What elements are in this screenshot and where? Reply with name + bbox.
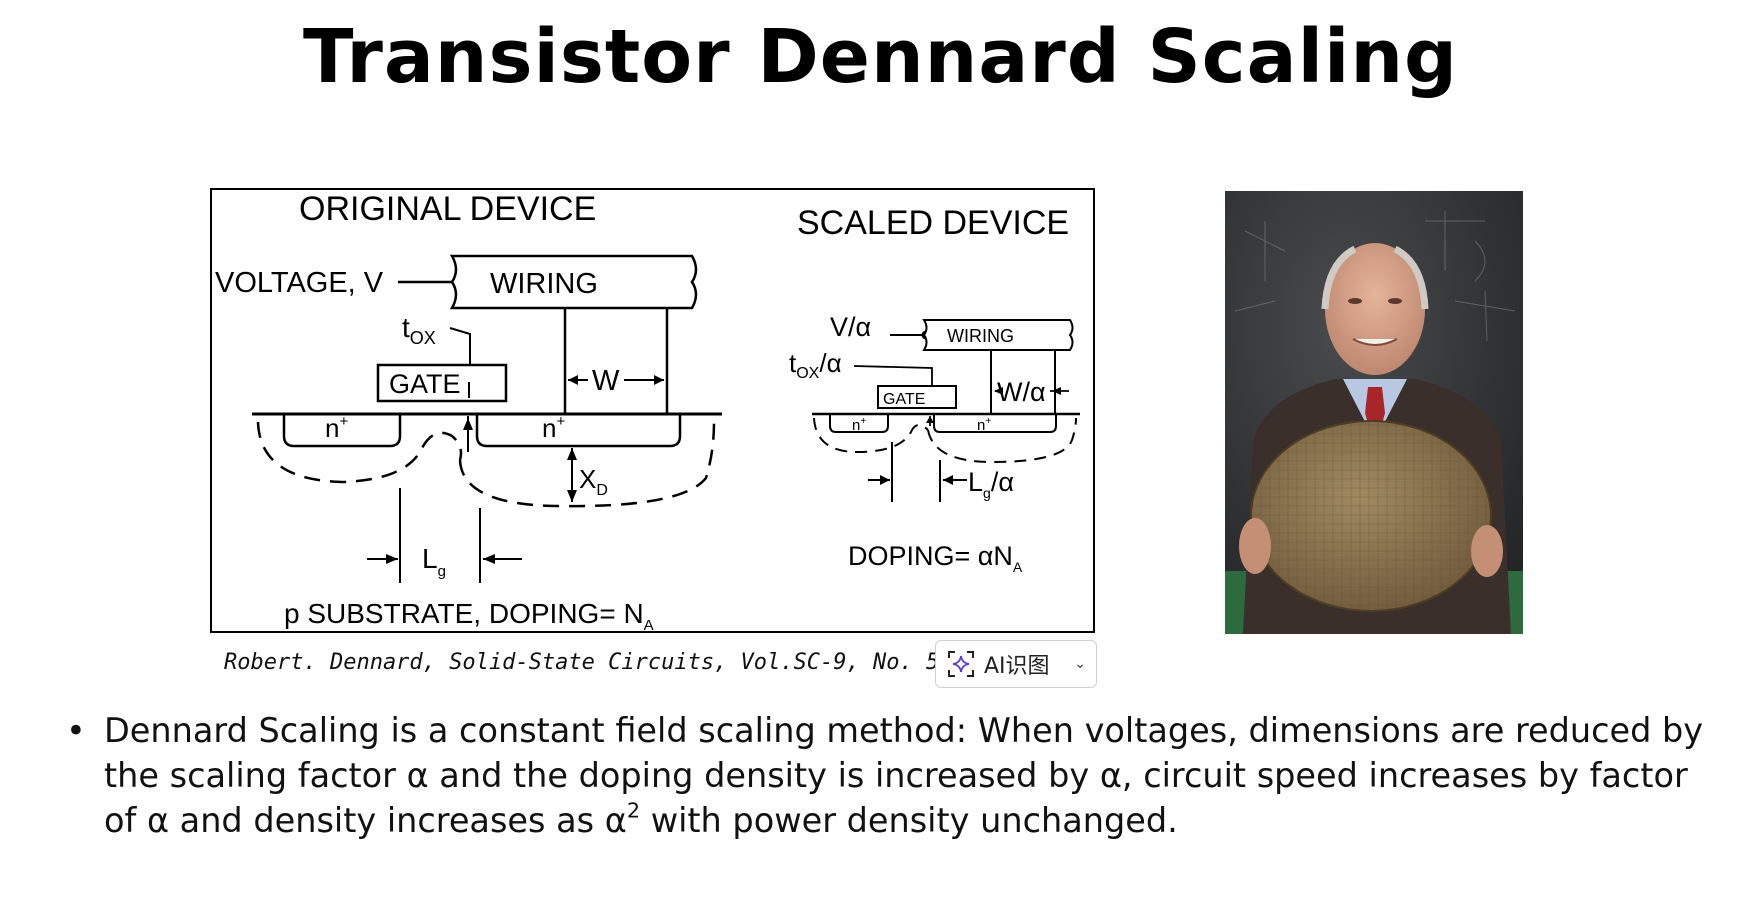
original-voltage-label: VOLTAGE, V: [215, 267, 384, 299]
scaled-w-label: W/α: [997, 377, 1046, 407]
original-source-well: [282, 414, 402, 448]
scaled-wiring-box: [922, 319, 1074, 351]
original-lg-label: Lg: [422, 543, 446, 580]
bullet-point: • Dennard Scaling is a constant field sc…: [66, 708, 1706, 843]
ai-image-recognition-button[interactable]: AI识图 ⌄: [935, 640, 1097, 688]
original-depletion-left: [256, 421, 463, 484]
scaled-doping-label: DOPING= αNA: [848, 541, 1023, 575]
slide-title: Transistor Dennard Scaling: [302, 14, 1458, 100]
scaled-depletion-left: [813, 417, 929, 454]
original-drain-label: n+: [542, 413, 565, 443]
original-source-label: n+: [325, 413, 348, 443]
dennard-scaling-diagram: ORIGINAL DEVICE VOLTAGE, V WIRING W tOX …: [210, 188, 1095, 634]
scaled-source-label: n+: [852, 416, 866, 434]
original-wiring-label: WIRING: [490, 268, 598, 300]
alpha-squared-exponent: 2: [626, 798, 641, 823]
original-drain-well: [475, 414, 682, 448]
scaled-drain-label: n+: [977, 416, 991, 434]
scaled-gate-box: [877, 385, 957, 409]
ai-button-label: AI识图: [984, 654, 1050, 679]
diagram-canvas: ORIGINAL DEVICE VOLTAGE, V WIRING W tOX …: [215, 190, 1080, 634]
bullet-text: Dennard Scaling is a constant field scal…: [104, 711, 1704, 840]
portrait-photo-with-wafer: [1225, 191, 1523, 634]
scaled-wiring-label: WIRING: [947, 326, 1014, 346]
scaled-lg-label: Lg/α: [968, 467, 1014, 501]
scaled-voltage-label: V/α: [830, 312, 871, 342]
original-tox-label: tOX: [402, 312, 436, 348]
portrait-illustration: [1225, 191, 1523, 634]
scaled-device-heading: SCALED DEVICE: [797, 204, 1069, 242]
figure-caption: Robert. Dennard, Solid-State Circuits, V…: [224, 650, 1072, 675]
original-xd-label: XD: [579, 464, 608, 499]
original-wiring-box: [449, 254, 698, 310]
original-gate-label: GATE: [389, 369, 461, 399]
original-substrate-label: p SUBSTRATE, DOPING= NA: [284, 598, 654, 634]
scaled-tox-label: tOX/α: [789, 348, 842, 382]
scaled-gate-label: GATE: [883, 391, 925, 408]
original-depletion-right: [458, 421, 716, 508]
chevron-down-icon: ⌄: [1074, 656, 1086, 672]
original-gate-box: [376, 363, 508, 403]
original-w-label: W: [592, 365, 620, 397]
original-device-heading: ORIGINAL DEVICE: [299, 190, 596, 228]
bullet-marker: •: [66, 711, 86, 750]
scaled-drain-well: [933, 414, 1057, 433]
scaled-depletion-right: [927, 417, 1077, 464]
scaled-source-well: [829, 414, 889, 433]
sparkle-scan-icon: [948, 651, 974, 677]
